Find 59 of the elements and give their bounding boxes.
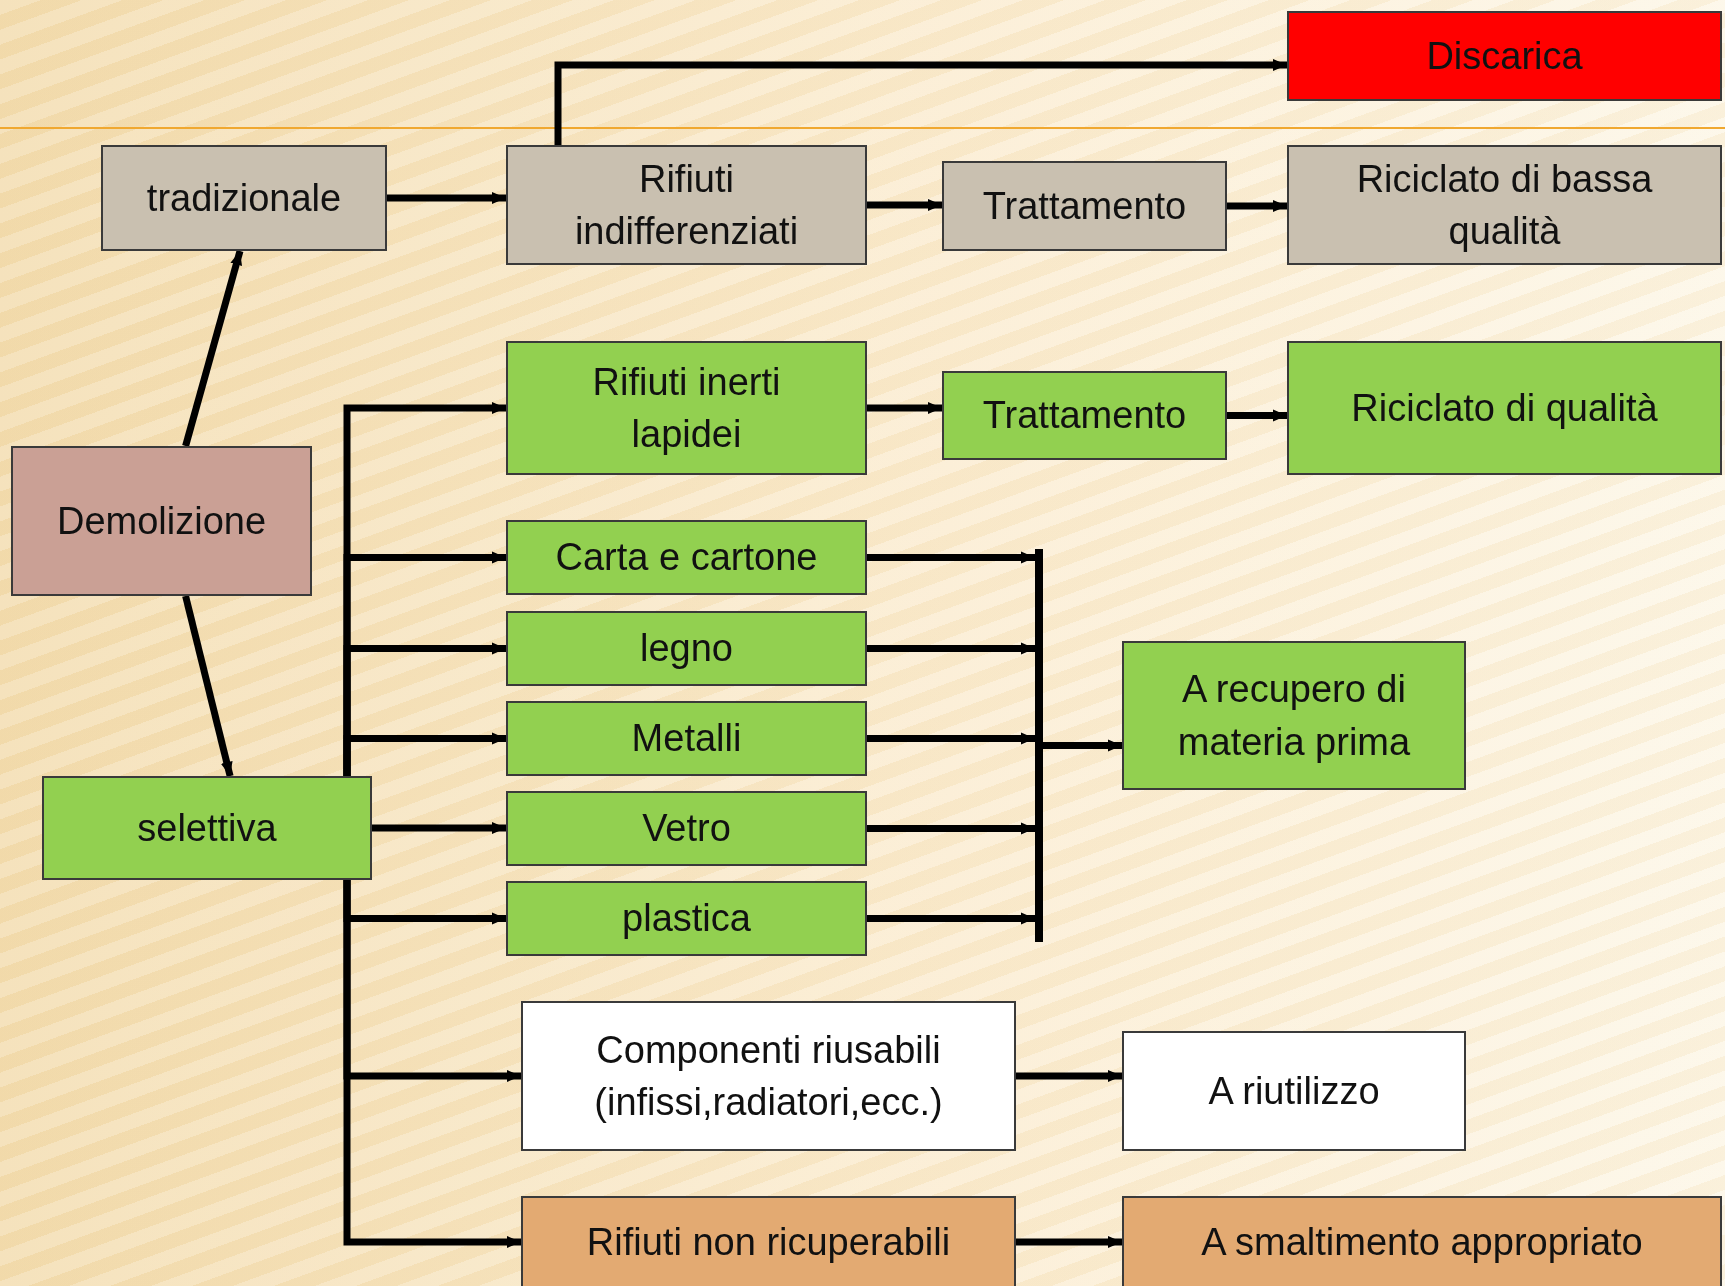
node-label: Discarica — [1426, 33, 1583, 79]
arrow — [182, 250, 244, 447]
node-label: Trattamento — [982, 183, 1187, 229]
process-box — [942, 371, 1227, 460]
process-box — [506, 881, 867, 956]
process-box — [506, 341, 867, 475]
process-box — [42, 776, 372, 880]
arrow — [343, 880, 521, 1248]
arrow — [867, 912, 1035, 925]
process-box — [506, 701, 867, 776]
arrow — [867, 732, 1035, 745]
arrow — [1016, 1070, 1122, 1082]
process-box — [506, 791, 867, 866]
node-label: A riutilizzo — [1208, 1068, 1380, 1114]
arrow — [867, 822, 1035, 835]
node-label: Rifiuti indifferenziati — [573, 156, 800, 254]
node-label: Metalli — [631, 716, 742, 762]
process-box — [506, 145, 867, 265]
arrow — [182, 595, 234, 777]
process-box — [1122, 1196, 1722, 1286]
process-box — [101, 145, 387, 251]
collector-bar — [1035, 549, 1043, 942]
process-box — [942, 161, 1227, 251]
node-label: selettiva — [137, 805, 277, 851]
arrow — [867, 402, 942, 414]
process-box — [1287, 341, 1722, 475]
arrow — [1227, 200, 1287, 212]
node-label: Trattamento — [982, 393, 1187, 439]
arrow — [554, 59, 1287, 145]
process-box — [506, 611, 867, 686]
node-label: Componenti riusabili (infissi,radiatori,ecc.) — [593, 1027, 944, 1125]
arrow — [372, 822, 506, 834]
node-label: tradizionale — [146, 175, 342, 221]
arrow — [867, 199, 942, 211]
arrow — [867, 551, 1035, 564]
node-label: A recupero di materia prima — [1176, 667, 1412, 765]
node-label: Carta e cartone — [555, 535, 818, 581]
node-label: legno — [640, 626, 733, 672]
node-label: Rifiuti inerti lapidei — [591, 359, 782, 457]
arrow — [1016, 1236, 1122, 1248]
process-box — [1122, 641, 1466, 790]
process-box — [11, 446, 312, 596]
process-box — [506, 520, 867, 595]
node-label: Demolizione — [56, 498, 267, 544]
arrow — [387, 192, 506, 204]
process-box — [521, 1196, 1016, 1286]
node-label: Riciclato di qualità — [1351, 385, 1658, 431]
process-box — [521, 1001, 1016, 1151]
node-label: Vetro — [642, 806, 731, 852]
process-box — [1287, 11, 1722, 101]
arrow — [867, 642, 1035, 655]
arrow — [343, 732, 506, 776]
process-box — [1122, 1031, 1466, 1151]
arrow — [1227, 409, 1287, 422]
node-label: plastica — [622, 896, 751, 942]
node-label: Rifiuti non ricuperabili — [586, 1219, 951, 1265]
process-box — [1287, 145, 1722, 265]
node-label: Riciclato di bassa qualità — [1355, 156, 1654, 254]
node-label: A smaltimento appropriato — [1201, 1219, 1643, 1265]
